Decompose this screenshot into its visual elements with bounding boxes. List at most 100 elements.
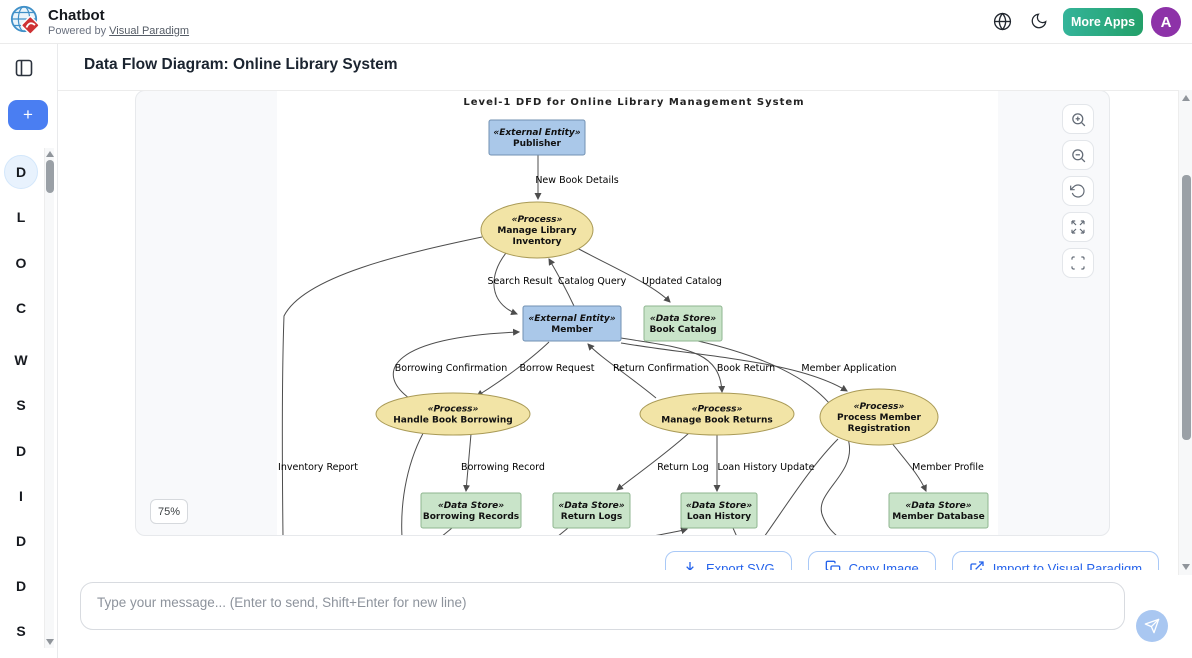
dfd-edge <box>476 341 550 397</box>
dfd-edge-label: Borrowing Confirmation <box>395 363 508 374</box>
main-scrollbar[interactable] <box>1178 90 1192 575</box>
dfd-node-process <box>375 392 531 436</box>
sidebar-item-conversation[interactable]: S <box>16 397 26 413</box>
avatar[interactable]: A <box>1151 7 1181 37</box>
dfd-node-label: «Process» <box>692 405 743 415</box>
scroll-up-icon[interactable] <box>45 151 54 157</box>
dfd-node-label: «Data Store» <box>650 314 716 324</box>
sidebar-item-conversation[interactable]: D <box>15 533 27 549</box>
dfd-node-label: Borrowing Records <box>423 512 519 522</box>
visual-paradigm-link[interactable]: Visual Paradigm <box>109 25 190 37</box>
dfd-node-label: Manage Book Returns <box>661 416 772 426</box>
dfd-edge-label: Borrow Request <box>520 363 595 374</box>
dfd-edge-label: Return Confirmation <box>613 363 709 374</box>
diagram-viewer: «External Entity»Publisher«Process»Manag… <box>135 90 1110 536</box>
dfd-edge-label: New Book Details <box>535 175 618 186</box>
reset-view-icon[interactable] <box>1062 176 1094 206</box>
dfd-edge <box>401 427 427 535</box>
dfd-edge <box>616 432 690 491</box>
visual-paradigm-logo-icon <box>10 5 40 35</box>
dfd-edge <box>620 337 726 394</box>
dfd-node-label: Book Catalog <box>649 325 716 335</box>
scroll-up-icon[interactable] <box>1182 95 1190 101</box>
dfd-edge-label: Updated Catalog <box>642 276 722 287</box>
dfd-node-label: «Data Store» <box>558 501 624 511</box>
app-title: Chatbot <box>48 7 105 24</box>
dfd-edge <box>392 328 521 399</box>
dfd-node-label: Handle Book Borrowing <box>393 416 512 426</box>
dfd-edge-label: Inventory Report <box>278 462 358 473</box>
dfd-node-label: Inventory <box>513 237 562 247</box>
dfd-node-external_entity <box>488 119 586 156</box>
send-button[interactable] <box>1136 610 1168 642</box>
dfd-node-data_store <box>888 492 989 529</box>
sidebar-item-conversation[interactable]: D <box>4 155 38 189</box>
dfd-node-process <box>639 392 795 436</box>
main-scrollbar-thumb[interactable] <box>1181 175 1191 440</box>
language-globe-icon[interactable] <box>992 12 1012 32</box>
dfd-edge <box>587 343 657 399</box>
sidebar-scrollbar-thumb[interactable] <box>45 160 54 193</box>
dfd-node-label: «External Entity» <box>528 314 615 324</box>
more-apps-button[interactable]: More Apps <box>1063 8 1143 36</box>
dfd-node-data_store <box>552 492 631 529</box>
expand-icon[interactable] <box>1062 212 1094 242</box>
scroll-down-icon[interactable] <box>45 639 54 645</box>
dfd-node-process <box>480 201 594 259</box>
chat-message-input[interactable] <box>80 582 1125 630</box>
dfd-title: Level-1 DFD for Online Library Managemen… <box>463 97 804 108</box>
sidebar-item-conversation[interactable]: O <box>15 255 27 271</box>
dfd-edge-label: Catalog Query <box>558 276 627 287</box>
sidebar-item-conversation[interactable]: D <box>15 578 27 594</box>
dfd-edge <box>697 340 850 535</box>
sidebar-item-conversation[interactable]: L <box>16 209 26 225</box>
dfd-node-label: Registration <box>848 424 911 434</box>
powered-by: Powered by Visual Paradigm <box>48 25 190 37</box>
dfd-diagram: «External Entity»Publisher«Process»Manag… <box>277 91 998 535</box>
scroll-down-icon[interactable] <box>1182 564 1190 570</box>
sidebar-item-conversation[interactable]: I <box>19 488 23 504</box>
new-chat-button[interactable]: + <box>8 100 48 130</box>
dfd-node-label: «Process» <box>854 402 905 412</box>
dfd-node-label: Return Logs <box>561 512 622 522</box>
dfd-edge <box>463 433 472 493</box>
dfd-edge <box>576 247 671 303</box>
dfd-edge-label: Book Return <box>717 363 775 374</box>
sidebar-scrollbar[interactable] <box>44 148 54 648</box>
dfd-edge <box>548 258 575 307</box>
dfd-node-label: Manage Library <box>497 226 576 236</box>
zoom-out-icon[interactable] <box>1062 140 1094 170</box>
dfd-node-external_entity <box>522 305 622 342</box>
dark-mode-moon-icon[interactable] <box>1029 12 1049 32</box>
dfd-node-label: «Process» <box>428 405 479 415</box>
dfd-node-data_store <box>680 492 758 529</box>
dfd-node-label: «Data Store» <box>438 501 504 511</box>
sidebar-toggle-icon[interactable] <box>15 59 33 77</box>
dfd-edge-label: Loan History Update <box>717 462 814 473</box>
sidebar-item-conversation[interactable]: D <box>15 443 27 459</box>
dfd-edge <box>442 527 453 535</box>
dfd-node-process <box>819 388 939 446</box>
dfd-edge-label: Member Profile <box>912 462 984 473</box>
dfd-edge <box>620 342 848 392</box>
send-icon <box>1144 618 1160 634</box>
dfd-edge <box>890 441 927 492</box>
dfd-edge-label: Search Result <box>487 276 552 287</box>
dfd-node-label: Member <box>551 325 593 335</box>
dfd-edge <box>558 527 569 535</box>
dfd-edge <box>281 236 483 535</box>
dfd-edge-label: Return Log <box>657 462 709 473</box>
dfd-edge <box>732 527 737 535</box>
app-header: Chatbot Powered by Visual Paradigm More … <box>0 0 1192 44</box>
zoom-in-icon[interactable] <box>1062 104 1094 134</box>
sidebar-item-conversation[interactable]: C <box>15 300 27 316</box>
fullscreen-icon[interactable] <box>1062 248 1094 278</box>
sidebar-item-conversation[interactable]: S <box>16 623 26 639</box>
chat-bar <box>58 570 1178 658</box>
dfd-node-label: «External Entity» <box>493 128 580 138</box>
sidebar-item-conversation[interactable]: W <box>14 352 28 368</box>
dfd-edge <box>764 438 839 535</box>
dfd-node-data_store <box>420 492 522 529</box>
dfd-node-label: «Process» <box>512 215 563 225</box>
zoom-level-badge: 75% <box>150 499 188 524</box>
